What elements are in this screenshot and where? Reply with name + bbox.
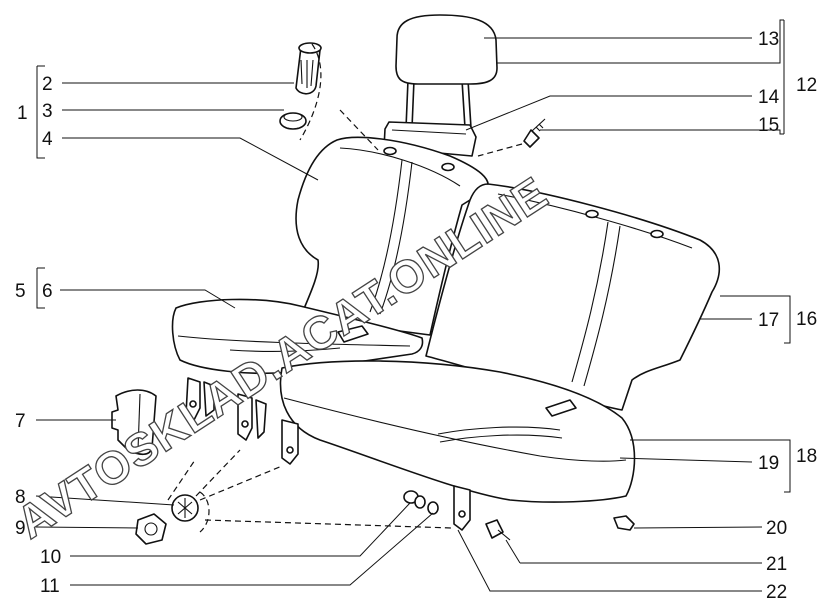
callout-4: 4: [42, 129, 53, 150]
callout-20: 20: [766, 518, 787, 539]
callout-16: 16: [796, 309, 817, 330]
callout-21: 21: [766, 554, 787, 575]
right-backrest: [425, 183, 720, 411]
bolt-21: [485, 519, 511, 541]
callout-9: 9: [15, 518, 26, 539]
left-seat-cushion: [171, 298, 424, 375]
headrest: [395, 14, 498, 129]
washer-8: [171, 494, 199, 522]
callout-15: 15: [758, 115, 779, 136]
plug-3: [279, 112, 307, 130]
left-backrest: [295, 136, 489, 336]
callout-11: 11: [40, 576, 60, 597]
side-cap: [111, 389, 157, 456]
callout-2: 2: [42, 74, 53, 95]
callout-10: 10: [40, 547, 61, 568]
callout-17: 17: [758, 310, 779, 331]
assembly-arrows: [167, 109, 523, 533]
hinge-brackets: [185, 377, 471, 531]
callout-numbers: 1 2 3 4 5 6 7 8 9 10 11 12 13 14 15 16 1…: [15, 29, 817, 603]
clip-20: [613, 515, 635, 531]
callout-22: 22: [766, 582, 787, 603]
callout-1: 1: [17, 103, 28, 124]
callout-12: 12: [796, 75, 817, 96]
washer-11: [414, 495, 439, 515]
leader-lines: [35, 19, 791, 592]
callout-3: 3: [42, 101, 53, 122]
callout-18: 18: [796, 446, 817, 467]
callout-6: 6: [42, 281, 53, 302]
screw-15: [523, 118, 546, 148]
callout-14: 14: [758, 87, 780, 108]
callout-5: 5: [15, 281, 26, 302]
right-seat-cushion: [279, 360, 636, 503]
nut-9: [135, 513, 167, 545]
callout-7: 7: [15, 411, 26, 432]
callout-19: 19: [758, 453, 779, 474]
plug-2: [295, 42, 322, 95]
callout-13: 13: [758, 29, 779, 50]
callout-8: 8: [15, 487, 26, 508]
